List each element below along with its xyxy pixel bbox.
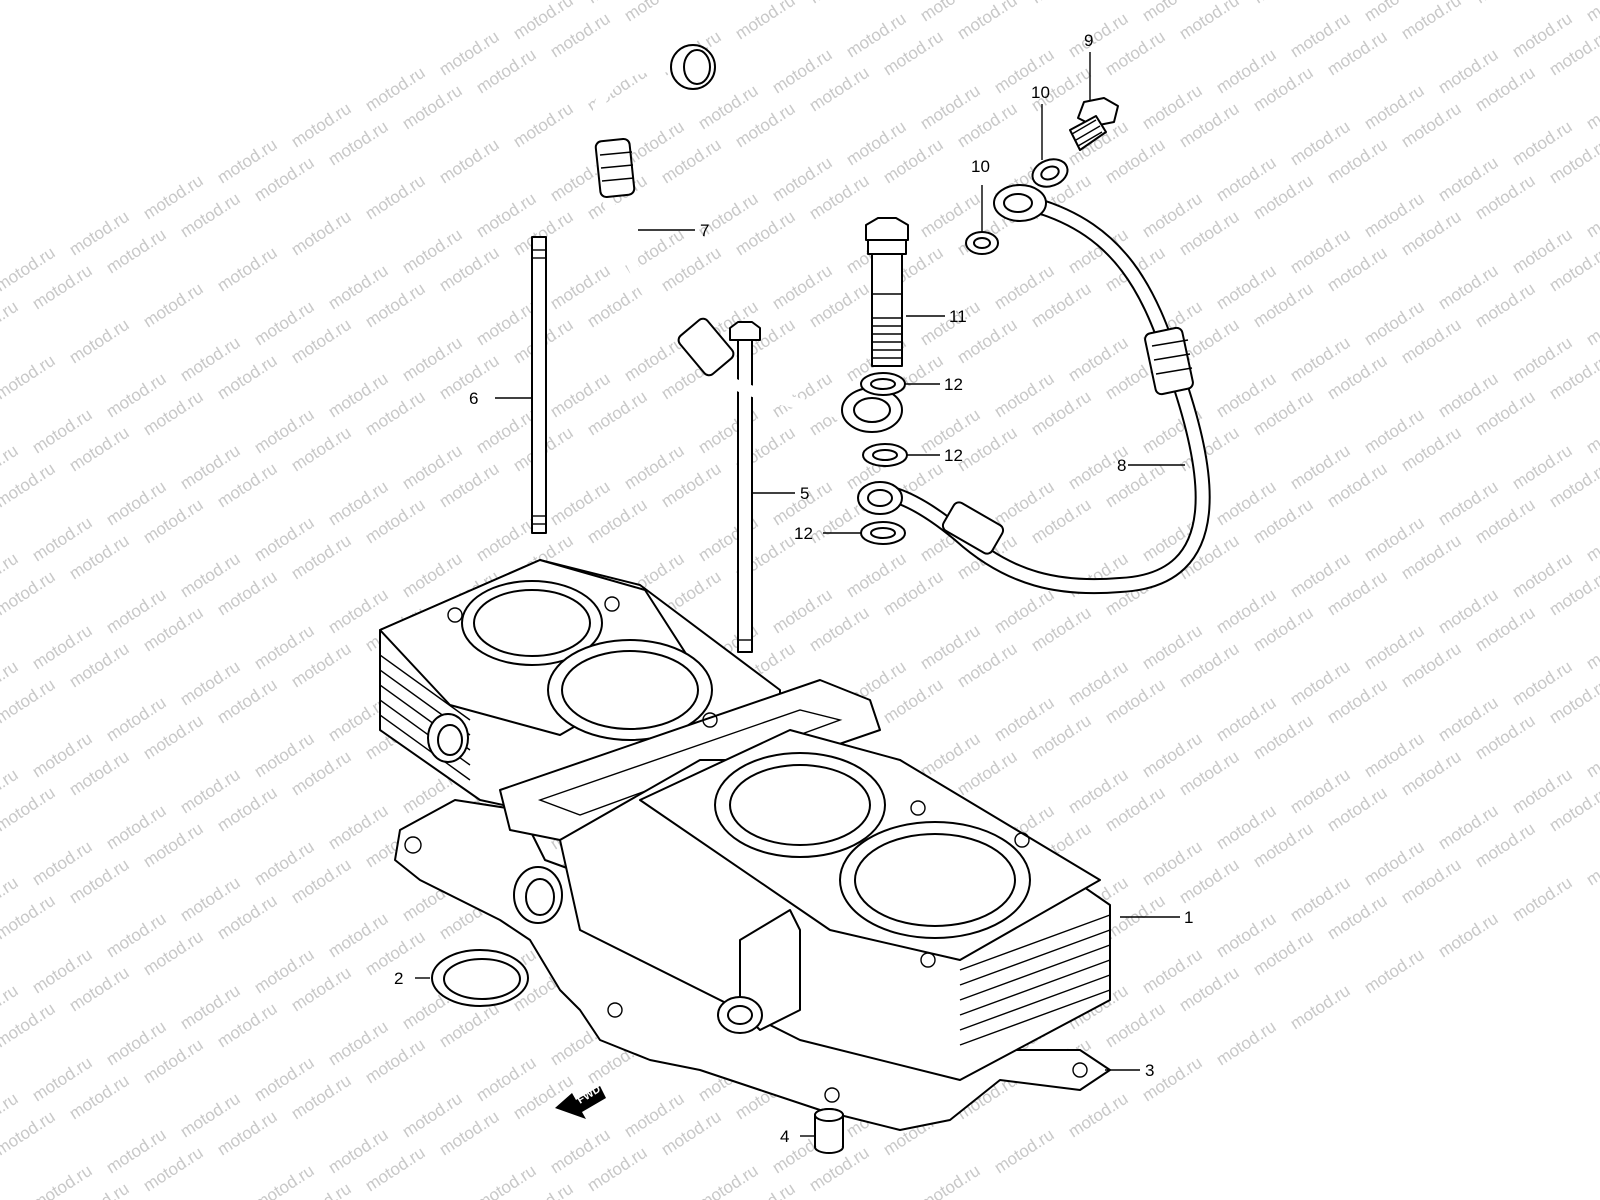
watermark-text: motod.ru — [1065, 1089, 1132, 1141]
watermark-text: motod.ru — [1287, 981, 1354, 1033]
callout-12-top: 12 — [944, 375, 963, 394]
part-12-washer-bottom[interactable] — [860, 521, 906, 545]
callout-12-middle: 12 — [944, 446, 963, 465]
watermark-text: motod.ru — [917, 1161, 984, 1200]
watermark-text: motod.ru — [1472, 0, 1539, 7]
watermark-text: motod.ru — [1583, 729, 1600, 781]
watermark-text: motod.ru — [732, 0, 799, 43]
callout-3: 3 — [1145, 1061, 1154, 1080]
part-6-stud[interactable] — [531, 236, 547, 534]
watermark-text: motod.ru — [1583, 189, 1600, 241]
callout-leaders — [415, 52, 1185, 1137]
watermark-text: motod.ru — [1028, 0, 1095, 7]
watermark-text: motod.ru — [1435, 909, 1502, 961]
callout-11: 11 — [949, 307, 967, 326]
watermark-text: motod.ru — [991, 1125, 1058, 1177]
watermark-text: motod.ru — [1213, 1017, 1280, 1069]
watermark-text: motod.ru — [0, 567, 58, 619]
watermark-text: motod.ru — [0, 783, 58, 835]
part-5-bolt[interactable] — [729, 321, 761, 653]
callout-12-bottom: 12 — [794, 524, 813, 543]
watermark-text: motod.ru — [1509, 873, 1576, 925]
watermark-text: motod.ru — [0, 297, 21, 349]
part-2-o-ring[interactable] — [431, 949, 529, 1007]
watermark-text: motod.ru — [1583, 621, 1600, 673]
callout-9: 9 — [1084, 31, 1093, 50]
watermark-text: motod.ru — [362, 171, 429, 223]
part-12-washer-top[interactable] — [860, 372, 906, 396]
part-12-washer-middle[interactable] — [862, 443, 908, 467]
watermark-text: motod.ru — [1583, 405, 1600, 457]
watermark-text: motod.ru — [1583, 513, 1600, 565]
watermark-text: motod.ru — [621, 0, 688, 25]
watermark-text: motod.ru — [806, 0, 873, 7]
callout-7: 7 — [700, 221, 709, 240]
watermark-text: motod.ru — [1176, 0, 1243, 43]
watermark-text: motod.ru — [1583, 0, 1600, 25]
part-1-cylinder-block[interactable] — [379, 559, 1111, 1081]
watermark-text: motod.ru — [436, 135, 503, 187]
part-7-oil-hose[interactable] — [591, 44, 903, 433]
watermark-text: motod.ru — [29, 1161, 96, 1200]
part-10-washer-upper[interactable] — [1029, 155, 1072, 192]
watermark-text: motod.ru — [1398, 0, 1465, 43]
watermark-text: motod.ru — [473, 1161, 540, 1200]
callout-4: 4 — [780, 1127, 789, 1146]
callout-2: 2 — [394, 969, 403, 988]
part-4-dowel-pin[interactable] — [814, 1108, 844, 1154]
part-8-oil-hose[interactable] — [857, 184, 1211, 595]
watermark-text: motod.ru — [695, 1161, 762, 1200]
watermark-text: motod.ru — [1361, 945, 1428, 997]
watermark-text: motod.ru — [0, 891, 58, 943]
callout-8: 8 — [1117, 456, 1126, 475]
watermark-text: motod.ru — [0, 351, 58, 403]
watermark-text: motod.ru — [288, 207, 355, 259]
callout-6: 6 — [469, 389, 478, 408]
part-9-bolt[interactable] — [1069, 97, 1119, 151]
watermark-text: motod.ru — [1583, 837, 1600, 889]
watermark-text: motod.ru — [510, 99, 577, 151]
callout-10-upper: 10 — [1031, 83, 1050, 102]
watermark-text: motod.ru — [954, 0, 1021, 43]
watermark-text: motod.ru — [140, 279, 207, 331]
watermark-text: motod.ru — [251, 1161, 318, 1200]
callout-1: 1 — [1184, 908, 1193, 927]
watermark-text: motod.ru — [66, 315, 133, 367]
watermark-text: motod.ru — [1250, 0, 1317, 7]
watermark-text: motod.ru — [0, 459, 58, 511]
watermark-text: motod.ru — [214, 243, 281, 295]
watermark-text: motod.ru — [0, 675, 58, 727]
watermark-text: motod.ru — [1583, 297, 1600, 349]
part-11-union-bolt[interactable] — [865, 217, 909, 367]
watermark-text: motod.ru — [0, 999, 58, 1051]
callout-numbers: 1 2 3 4 5 6 7 8 9 10 10 11 12 12 12 — [394, 31, 1193, 1146]
watermark-text: motod.ru — [1583, 81, 1600, 133]
callout-5: 5 — [800, 484, 809, 503]
part-10-washer-lower[interactable] — [965, 231, 999, 255]
callout-10-lower: 10 — [971, 157, 990, 176]
watermark-text: motod.ru — [0, 1107, 58, 1159]
